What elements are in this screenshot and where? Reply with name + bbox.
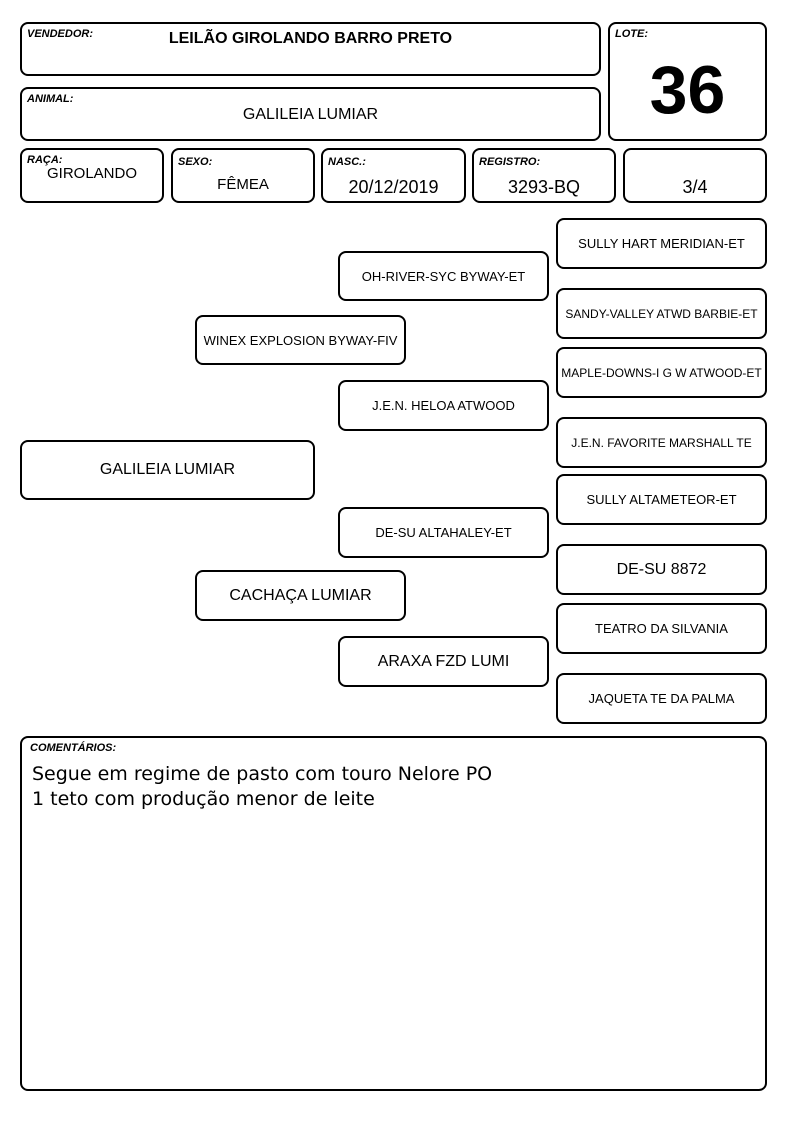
pedigree-sdd: J.E.N. FAVORITE MARSHALL TE	[556, 417, 767, 468]
comment-line: 1 teto com produção menor de leite	[32, 788, 375, 810]
grau-sangue-box: 3/4	[623, 148, 767, 203]
pedigree-dam: CACHAÇA LUMIAR	[195, 570, 406, 621]
animal-box: ANIMAL: GALILEIA LUMIAR	[20, 87, 601, 141]
comments-box: COMENTÁRIOS: Segue em regime de pasto co…	[20, 736, 767, 1091]
vendedor-box: VENDEDOR: LEILÃO GIROLANDO BARRO PRETO	[20, 22, 601, 76]
raca-box: RAÇA: GIROLANDO	[20, 148, 164, 203]
comment-line: Segue em regime de pasto com touro Nelor…	[32, 763, 493, 785]
raca-label: RAÇA:	[27, 154, 63, 166]
sexo-box: SEXO: FÊMEA	[171, 148, 315, 203]
grau-sangue-value: 3/4	[682, 177, 708, 197]
nasc-label: NASC.:	[328, 156, 366, 168]
pedigree-sds: MAPLE-DOWNS-I G W ATWOOD-ET	[556, 347, 767, 398]
registro-label: REGISTRO:	[479, 156, 541, 168]
pedigree-sire-dam: J.E.N. HELOA ATWOOD	[338, 380, 549, 431]
raca-value: GIROLANDO	[46, 165, 137, 182]
pedigree-sss: SULLY HART MERIDIAN-ET	[556, 218, 767, 269]
animal-value: GALILEIA LUMIAR	[242, 106, 379, 123]
registro-value: 3293-BQ	[507, 177, 581, 197]
pedigree-sire-sire: OH-RIVER-SYC BYWAY-ET	[338, 251, 549, 301]
pedigree-ssd: SANDY-VALLEY ATWD BARBIE-ET	[556, 288, 767, 339]
lote-box: LOTE: 36	[608, 22, 767, 141]
pedigree-sire: WINEX EXPLOSION BYWAY-FIV	[195, 315, 406, 365]
vendedor-value: LEILÃO GIROLANDO BARRO PRETO	[168, 30, 453, 47]
pedigree-dam-dam: ARAXA FZD LUMI	[338, 636, 549, 687]
pedigree-dds: TEATRO DA SILVANIA	[556, 603, 767, 654]
pedigree-animal: GALILEIA LUMIAR	[20, 440, 315, 500]
sexo-label: SEXO:	[178, 156, 213, 168]
pedigree-dam-sire: DE-SU ALTAHALEY-ET	[338, 507, 549, 558]
comments-label: COMENTÁRIOS:	[30, 742, 117, 754]
registro-box: REGISTRO: 3293-BQ	[472, 148, 616, 203]
animal-label: ANIMAL:	[27, 93, 74, 105]
pedigree-dsd: DE-SU 8872	[556, 544, 767, 595]
sexo-value: FÊMEA	[217, 176, 269, 193]
pedigree-ddd: JAQUETA TE DA PALMA	[556, 673, 767, 724]
lote-value: 36	[649, 52, 726, 128]
nasc-box: NASC.: 20/12/2019	[321, 148, 466, 203]
pedigree-dss: SULLY ALTAMETEOR-ET	[556, 474, 767, 525]
vendedor-label: VENDEDOR:	[27, 28, 94, 40]
comments-text: Segue em regime de pasto com touro Nelor…	[32, 762, 492, 812]
lote-label: LOTE:	[615, 28, 648, 40]
nasc-value: 20/12/2019	[348, 177, 439, 197]
